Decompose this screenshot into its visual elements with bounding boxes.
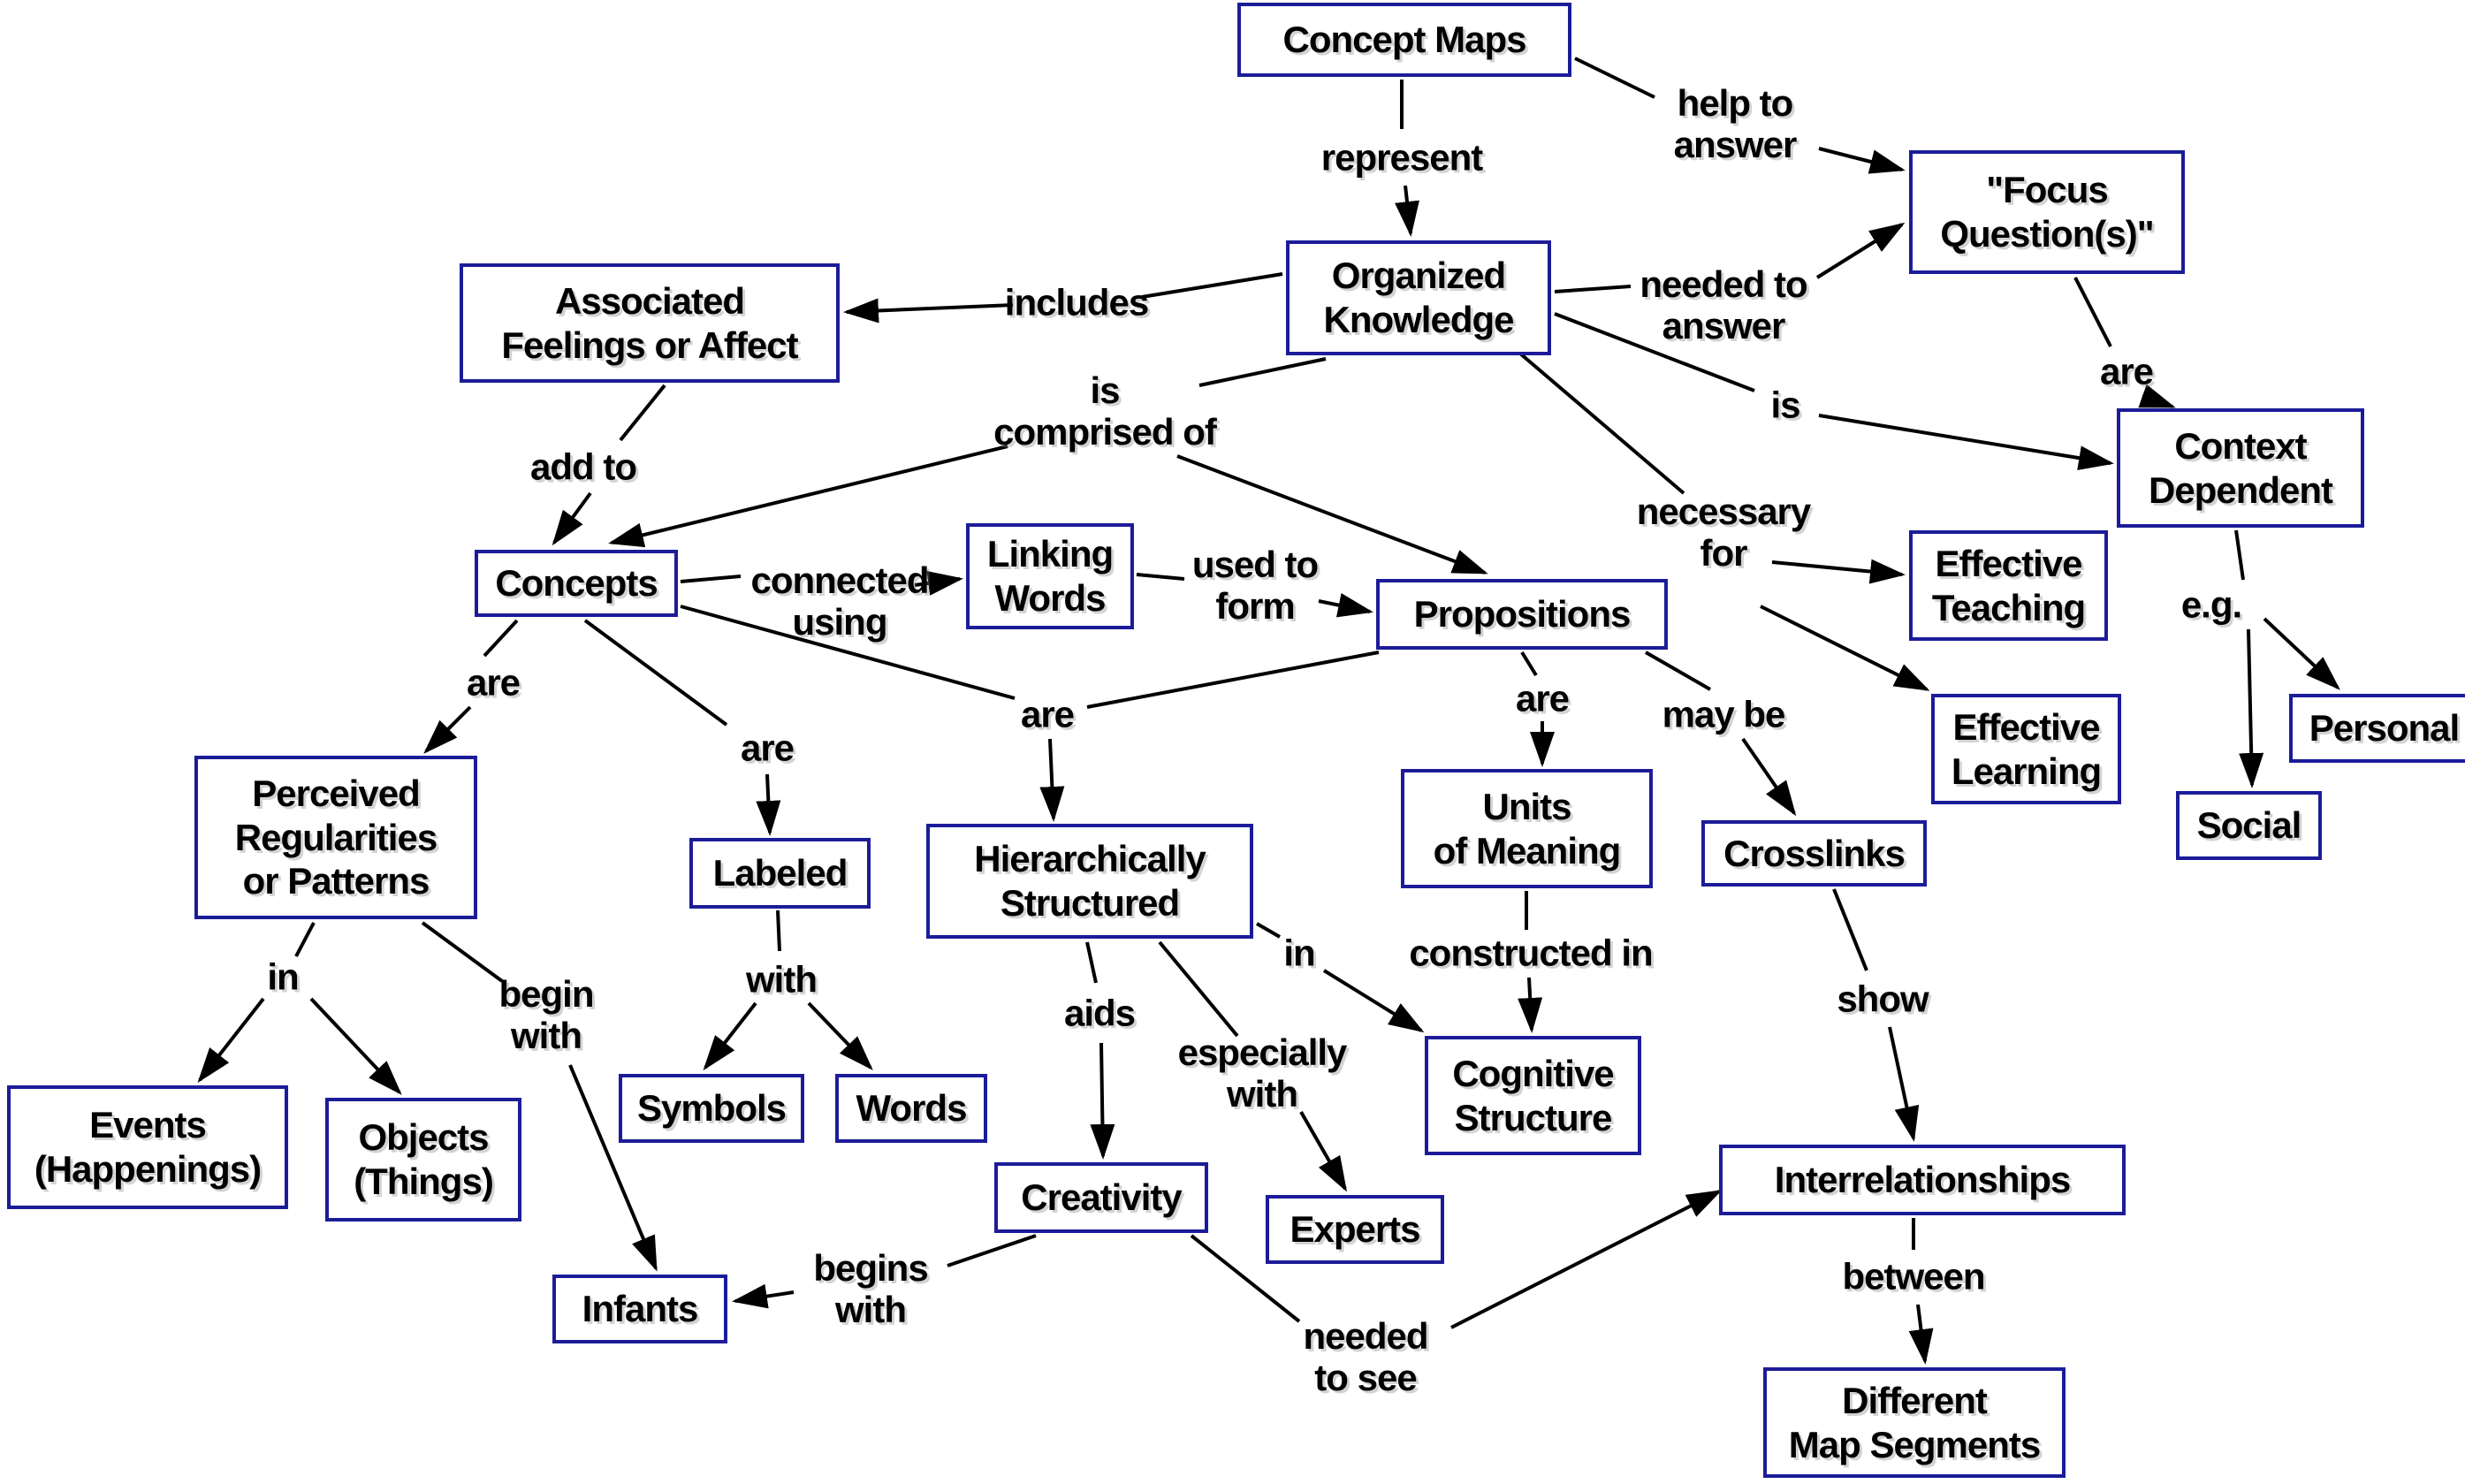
edge-organizedknowledge-neededtoanswer-focusquestions: [1554, 222, 1906, 293]
edge-labeled-with-symbols-words: [703, 909, 873, 1071]
edge-label-eg: e.g.: [2180, 583, 2242, 626]
edge-label-in-events: in: [267, 955, 299, 998]
edge-label-connected-using: connected using: [750, 559, 929, 643]
node-personal: Personal: [2289, 694, 2465, 763]
edge-label-represent: represent: [1320, 136, 1483, 179]
edge-label-may-be: may be: [1662, 693, 1786, 735]
edge-creativity-neededtosee-interrelationships: [1190, 1190, 1723, 1329]
node-perceived-regularities: Perceived Regularities or Patterns: [194, 756, 477, 919]
edge-contextdependent-eg-social-personal: [2234, 529, 2340, 788]
edge-organizedknowledge-includes-associatedfeelings: [843, 272, 1283, 323]
node-infants: Infants: [552, 1275, 727, 1343]
edge-label-are-labeled: are: [740, 727, 795, 769]
node-crosslinks: Crosslinks: [1701, 820, 1927, 887]
edge-propositions-maybe-crosslinks: [1645, 651, 1797, 817]
edge-conceptmaps-represent-organizedknowledge: [1395, 80, 1419, 237]
edge-label-begin-with: begin with: [498, 972, 595, 1056]
node-interrelationships: Interrelationships: [1719, 1145, 2126, 1215]
node-social: Social: [2176, 791, 2322, 860]
node-concepts: Concepts: [475, 550, 678, 617]
edge-propositions-are-unitsofmeaning: [1520, 651, 1555, 767]
node-different-map-segments: Different Map Segments: [1763, 1367, 2066, 1478]
node-creativity: Creativity: [994, 1162, 1208, 1233]
node-associated-feelings: Associated Feelings or Affect: [460, 263, 840, 383]
node-propositions: Propositions: [1376, 579, 1668, 650]
edge-concepts-are-labeled: [583, 619, 781, 836]
edge-label-especially-with: especially with: [1177, 1031, 1348, 1115]
edge-linkingwords-usedtoform-propositions: [1136, 573, 1373, 618]
edge-label-show: show: [1837, 978, 1929, 1020]
edge-label-aids: aids: [1063, 992, 1136, 1034]
edge-organizedknowledge-iscomprisedof-concepts-propositions: [608, 357, 1488, 575]
edge-organizedknowledge-is-contextdependent: [1554, 312, 2114, 471]
edge-label-with: with: [746, 958, 818, 1001]
edge-label-necessary-for: necessary for: [1636, 490, 1812, 574]
node-organized-knowledge: Organized Knowledge: [1286, 240, 1551, 355]
edge-concepts-connectedusing-linkingwords: [680, 571, 963, 596]
edge-label-includes: includes: [1004, 281, 1149, 323]
edge-hierarchicallystructured-especiallywith-experts: [1158, 940, 1347, 1192]
edge-focusquestions-are-contextdependent: [2073, 277, 2176, 408]
edge-conceptmaps-helptoanswer-focusquestions: [1574, 57, 1906, 174]
node-concept-maps: Concept Maps: [1237, 3, 1571, 77]
node-effective-teaching: Effective Teaching: [1909, 530, 2108, 641]
edge-label-are-hierarchically: are: [1020, 693, 1075, 735]
edge-concepts-propositions-are-hierarchicallystructured: [680, 605, 1380, 822]
node-context-dependent: Context Dependent: [2117, 408, 2364, 528]
edge-label-is-context: is: [1770, 384, 1800, 426]
edge-perceivedregularities-beginwith-infants: [421, 921, 658, 1272]
node-cognitive-structure: Cognitive Structure: [1425, 1036, 1641, 1155]
edge-label-help-to-answer: help to answer: [1673, 81, 1798, 165]
edge-label-begins-with: begins with: [813, 1246, 928, 1330]
edge-label-used-to-form: used to form: [1191, 543, 1319, 627]
node-effective-learning: Effective Learning: [1931, 694, 2121, 804]
edge-label-are-focus-context: are: [2099, 350, 2154, 392]
edge-label-in-cognitive: in: [1283, 932, 1315, 974]
edge-crosslinks-show-interrelationships: [1832, 888, 1920, 1142]
edge-concepts-are-perceivedregularities: [423, 619, 519, 754]
node-events-happenings: Events (Happenings): [7, 1085, 288, 1209]
node-linking-words: Linking Words: [966, 523, 1134, 629]
edge-interrelationships-between-differentmapsegments: [1908, 1218, 1934, 1365]
edge-label-is-comprised-of: is comprised of: [993, 369, 1217, 453]
node-hierarchically-structured: Hierarchically Structured: [926, 824, 1253, 939]
edge-organizedknowledge-necessaryfor-effectiveteaching-learning: [1518, 352, 1930, 691]
edge-creativity-beginswith-infants: [732, 1234, 1037, 1309]
edge-label-needed-to-see: needed to see: [1303, 1314, 1428, 1398]
node-objects-things: Objects (Things): [325, 1098, 521, 1221]
edge-label-add-to: add to: [530, 445, 637, 488]
edge-label-between: between: [1842, 1255, 1985, 1298]
node-experts: Experts: [1266, 1195, 1444, 1264]
edge-unitsofmeaning-constructedin-cognitivestructure: [1518, 891, 1543, 1033]
node-words: Words: [835, 1074, 987, 1143]
edge-perceivedregularities-in-events-objects: [197, 922, 402, 1095]
node-units-of-meaning: Units of Meaning: [1401, 769, 1653, 888]
edge-label-constructed-in: constructed in: [1409, 932, 1653, 974]
node-symbols: Symbols: [619, 1074, 804, 1143]
edge-label-are-perceived: are: [466, 661, 521, 704]
node-focus-questions: "Focus Question(s)": [1909, 150, 2185, 274]
edge-associatedfeelings-addto-concepts: [552, 384, 666, 546]
node-labeled: Labeled: [689, 838, 871, 909]
edge-hierarchicallystructured-in-cognitivestructure: [1256, 922, 1425, 1033]
edge-label-are-units: are: [1515, 677, 1570, 719]
edge-label-needed-to-answer: needed to answer: [1640, 263, 1807, 346]
edge-hierarchicallystructured-aids-creativity: [1085, 941, 1115, 1160]
